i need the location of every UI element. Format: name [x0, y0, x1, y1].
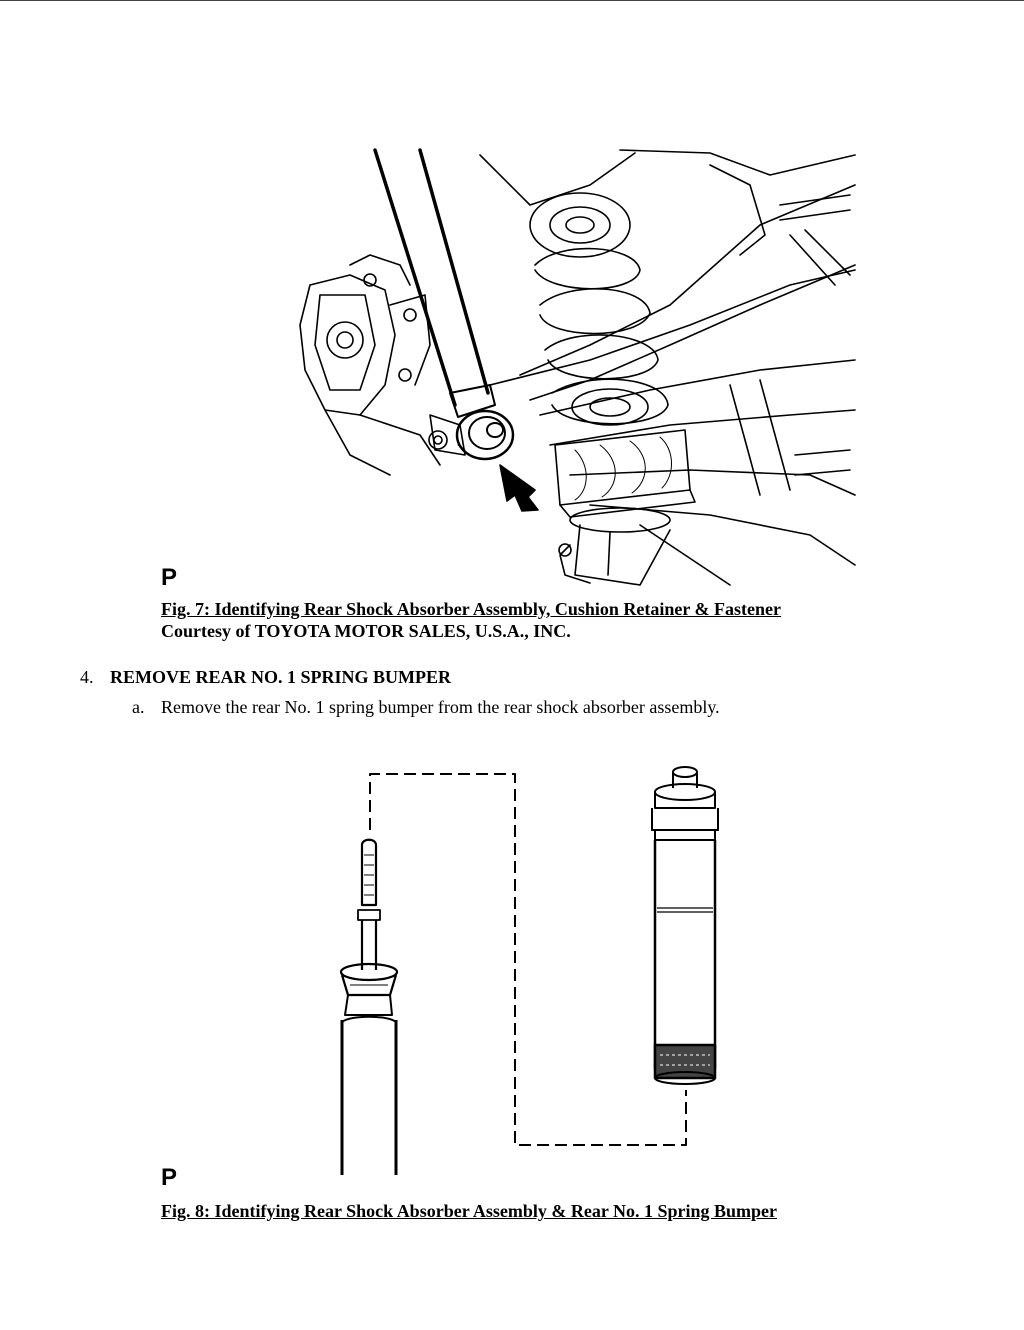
figure-7-illustration — [290, 145, 870, 590]
step-4-substep-a: a. Remove the rear No. 1 spring bumper fr… — [132, 696, 720, 718]
step-4-heading: REMOVE REAR NO. 1 SPRING BUMPER — [110, 667, 452, 687]
figure-8-caption: Fig. 8: Identifying Rear Shock Absorber … — [161, 1200, 777, 1222]
figure-8-p-marker: P — [161, 1164, 178, 1191]
page-top-rule — [0, 0, 1024, 1]
step-4-number: 4. — [80, 667, 94, 687]
figure-7-caption: Fig. 7: Identifying Rear Shock Absorber … — [161, 598, 781, 642]
figure-7-title: Fig. 7: Identifying Rear Shock Absorber … — [161, 599, 782, 619]
substep-text: Remove the rear No. 1 spring bumper from… — [161, 697, 720, 717]
figure-8-title: Fig. 8: Identifying Rear Shock Absorber … — [161, 1201, 778, 1221]
substep-letter: a. — [132, 697, 145, 717]
figure-7-credit: Courtesy of TOYOTA MOTOR SALES, U.S.A., … — [161, 621, 571, 641]
figure-8-illustration — [320, 760, 740, 1180]
step-4: 4. REMOVE REAR NO. 1 SPRING BUMPER — [80, 666, 451, 688]
figure-7-p-marker: P — [161, 564, 178, 591]
